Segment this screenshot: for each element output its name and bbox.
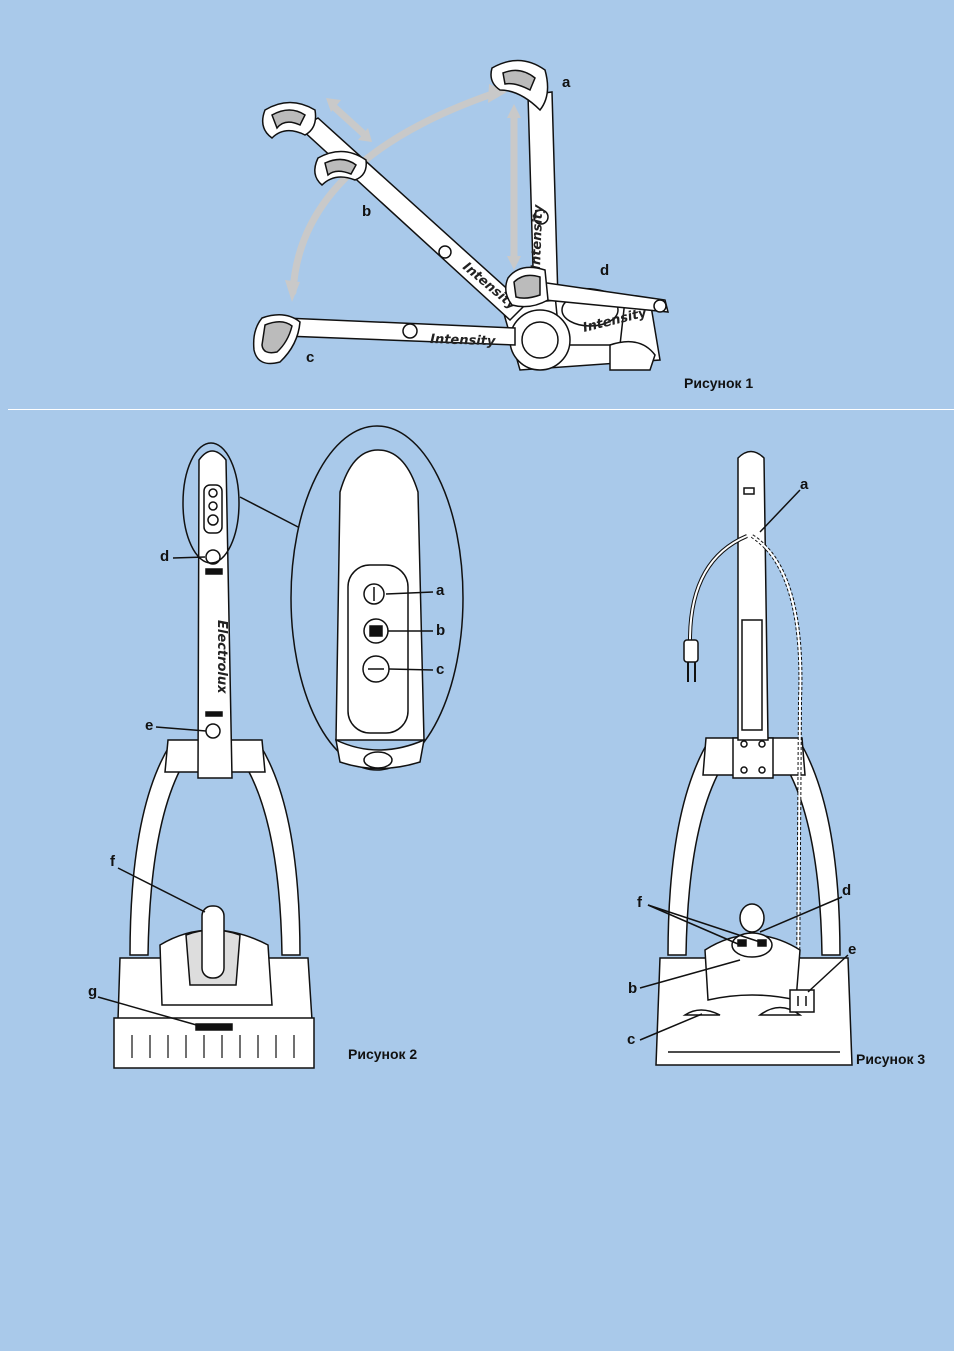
fig1-label-c: c bbox=[306, 349, 315, 366]
fig2-label-e: e bbox=[145, 717, 154, 734]
figure3-drawing bbox=[639, 450, 853, 1066]
fig3-label-b: b bbox=[628, 980, 638, 997]
fig3-label-f: f bbox=[637, 894, 642, 911]
brand-text-upright: Intensity bbox=[529, 204, 546, 270]
brand-text-horizontal: Intensity bbox=[430, 332, 496, 349]
section-divider bbox=[8, 409, 954, 410]
fig3-caption: Рисунок 3 bbox=[856, 1051, 926, 1067]
fig1-label-a: a bbox=[562, 74, 571, 91]
fig2-label-a: a bbox=[436, 582, 445, 599]
fig2-label-f: f bbox=[110, 853, 115, 870]
fig1-label-d: d bbox=[600, 262, 610, 279]
fig3-label-e: e bbox=[848, 941, 857, 958]
cap-d bbox=[739, 903, 765, 933]
figure2-drawing: Electrolux bbox=[97, 425, 464, 1069]
fig2-label-d: d bbox=[160, 548, 170, 565]
plug bbox=[683, 639, 699, 663]
fig2-label-c: c bbox=[436, 661, 445, 678]
socket-e bbox=[789, 989, 815, 1013]
figure1-drawing: Intensity Intensity Intensity Intensity bbox=[252, 59, 669, 371]
fig3-label-c: c bbox=[627, 1031, 636, 1048]
fig1-caption: Рисунок 1 bbox=[684, 375, 754, 391]
arch-frame-rear bbox=[667, 741, 841, 956]
fig2-caption: Рисунок 2 bbox=[348, 1046, 418, 1062]
fig3-label-a: a bbox=[800, 476, 809, 493]
motion-arrows bbox=[289, 89, 518, 296]
brand-text: Electrolux bbox=[214, 620, 229, 694]
control-panel bbox=[347, 564, 409, 734]
fig2-label-g: g bbox=[88, 983, 98, 1000]
fig3-label-d: d bbox=[842, 882, 852, 899]
fig2-label-b: b bbox=[436, 622, 446, 639]
arch-frame bbox=[129, 744, 301, 956]
handle-f bbox=[201, 905, 225, 979]
fig1-label-b: b bbox=[362, 203, 372, 220]
